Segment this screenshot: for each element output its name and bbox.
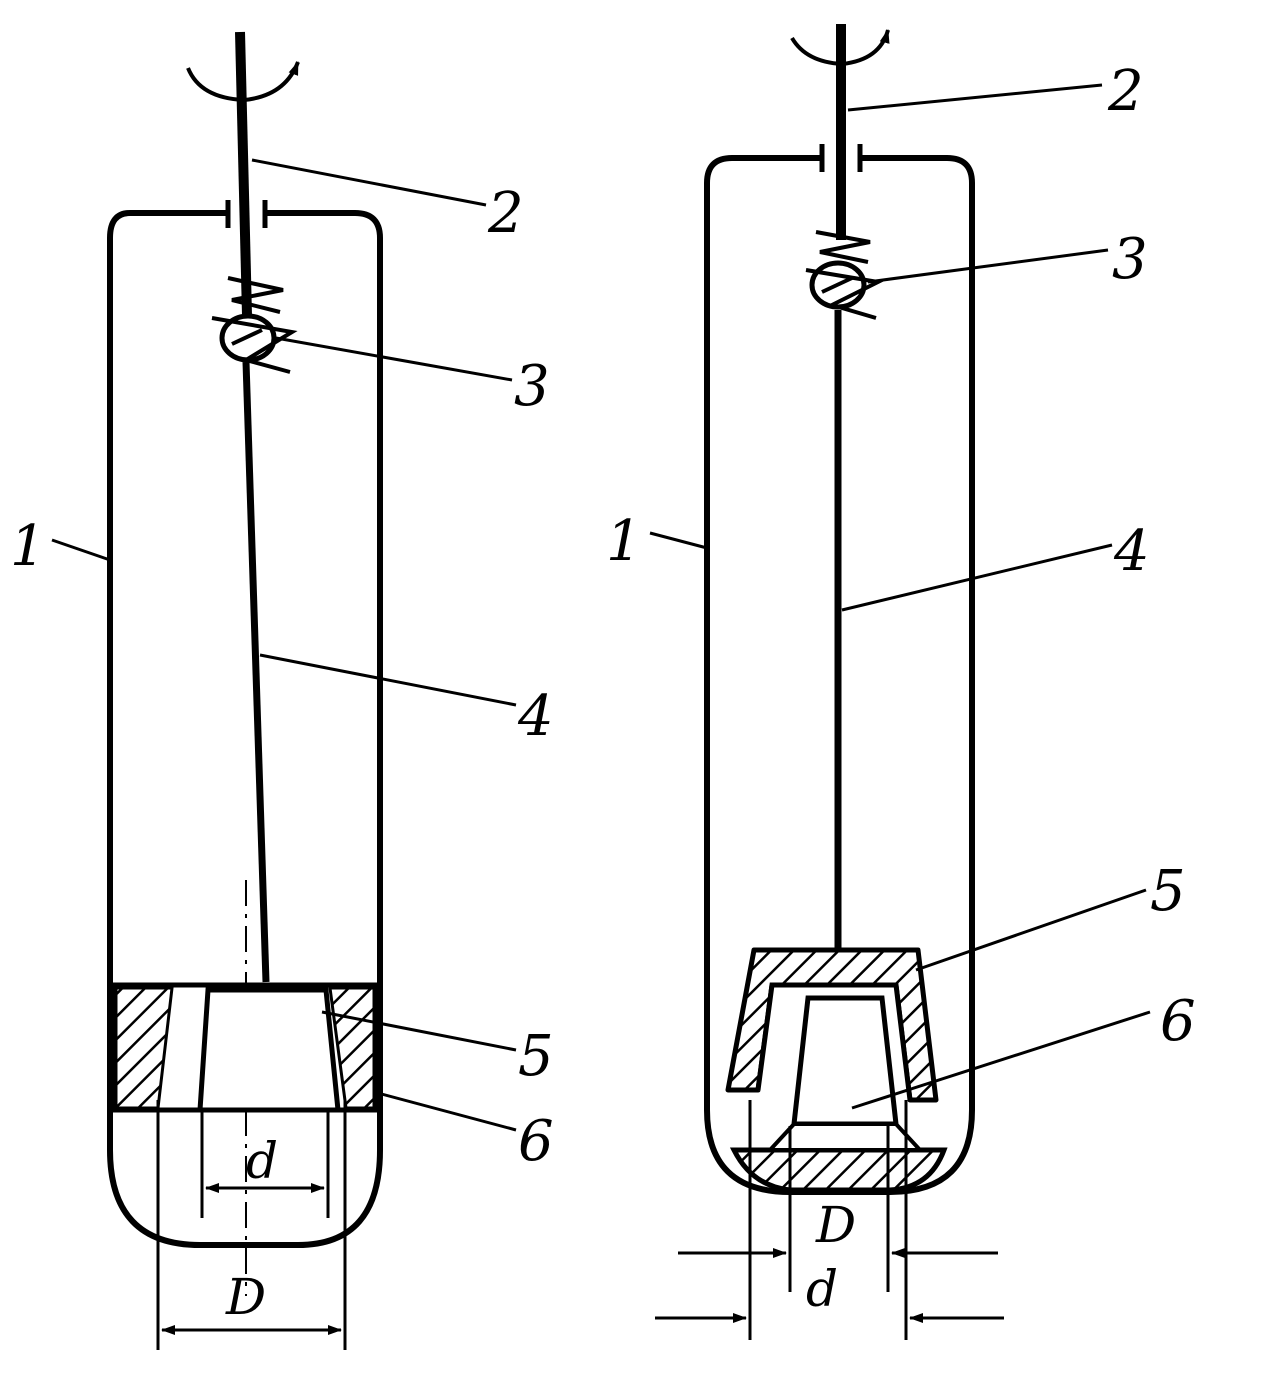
right-label-1: 1 bbox=[606, 509, 642, 574]
right-dim-D-label: D bbox=[815, 1196, 856, 1254]
right-coupling-icon bbox=[805, 230, 885, 320]
right-label-4: 4 bbox=[1113, 519, 1150, 584]
right-dim-d bbox=[655, 1100, 1004, 1340]
left-label-3: 3 bbox=[514, 354, 550, 419]
left-label-1: 1 bbox=[10, 514, 46, 579]
left-leader-5 bbox=[321, 1010, 517, 1052]
left-dim-d bbox=[200, 1110, 330, 1218]
left-label-6: 6 bbox=[518, 1109, 554, 1174]
right-leader-1 bbox=[649, 531, 708, 550]
right-label-3: 3 bbox=[1112, 227, 1148, 292]
right-label-6: 6 bbox=[1160, 989, 1196, 1054]
right-dim-D bbox=[678, 1126, 998, 1292]
left-leader-3 bbox=[275, 336, 513, 382]
right-label-2: 2 bbox=[1107, 59, 1144, 124]
left-dim-D bbox=[156, 1100, 347, 1350]
right-leader-4 bbox=[841, 543, 1113, 612]
right-leader-3 bbox=[867, 248, 1109, 284]
left-rod bbox=[242, 361, 270, 983]
left-dim-D-label: D bbox=[225, 1268, 266, 1326]
left-vessel-outline bbox=[107, 210, 383, 1248]
left-coupling-icon bbox=[211, 276, 298, 374]
right-leader-6 bbox=[851, 1010, 1151, 1110]
right-label-5: 5 bbox=[1150, 859, 1186, 924]
left-label-2: 2 bbox=[487, 181, 524, 246]
left-leader-1 bbox=[51, 538, 111, 562]
left-drive-shaft bbox=[235, 31, 252, 316]
left-leader-6 bbox=[373, 1090, 517, 1132]
left-dim-d-label: d bbox=[246, 1132, 278, 1190]
left-leader-4 bbox=[259, 653, 517, 707]
right-leader-2 bbox=[847, 83, 1103, 112]
left-label-5: 5 bbox=[518, 1024, 554, 1089]
right-bottom-plug bbox=[729, 1122, 948, 1193]
left-figure: 1 2 3 4 5 6 d D bbox=[10, 31, 554, 1350]
left-part bbox=[197, 987, 341, 1113]
right-ring bbox=[791, 995, 899, 1127]
left-leader-2 bbox=[251, 158, 487, 207]
right-part-inner-edge bbox=[755, 982, 913, 1101]
right-figure: 1 2 3 4 5 6 D d bbox=[606, 24, 1196, 1340]
right-leader-5 bbox=[915, 888, 1147, 972]
right-dim-d-label: d bbox=[806, 1260, 838, 1318]
left-label-4: 4 bbox=[517, 684, 554, 749]
